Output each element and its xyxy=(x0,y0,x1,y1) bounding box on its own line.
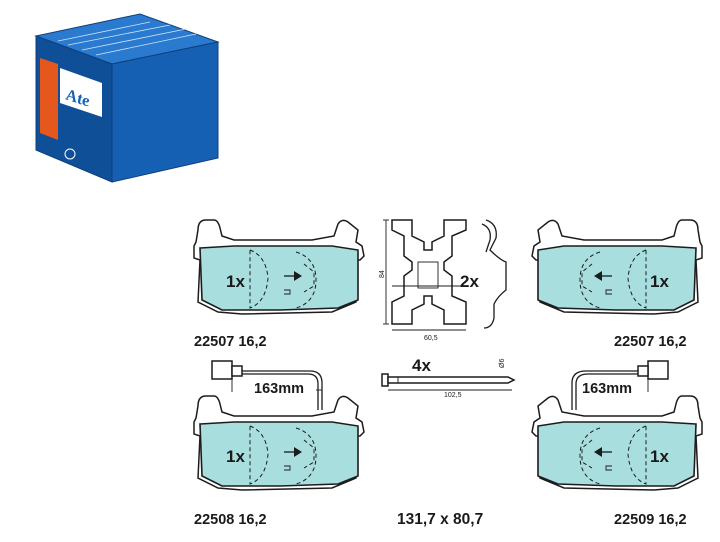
ate-logo-badge xyxy=(60,68,102,117)
brake-pad-top-left: 1x 22507 16,2 xyxy=(193,219,365,350)
anti-rattle-spring: 84 60,5 2x xyxy=(379,219,507,342)
pin-length-dim: 102,5 xyxy=(444,392,462,399)
brake-pad-bottom-right: 1x 22509 16,2 xyxy=(531,395,703,528)
pad-quantity: 1x xyxy=(226,272,245,291)
pad-code: 22509 16,2 xyxy=(614,512,687,528)
box-front-face xyxy=(111,41,219,183)
box-label-strip xyxy=(40,58,58,140)
pad-quantity: 1x xyxy=(650,272,669,291)
spring-width-dim: 60,5 xyxy=(424,335,438,342)
pad-quantity: 1x xyxy=(226,447,245,466)
pad-dimensions: 131,7 x 80,7 xyxy=(397,511,483,528)
quality-seal-icon xyxy=(64,148,76,160)
box-top-print xyxy=(57,21,197,56)
pin-diameter-dim: Ø6 xyxy=(499,359,506,368)
pad-code: 22507 16,2 xyxy=(194,334,267,350)
pad-code: 22508 16,2 xyxy=(194,512,267,528)
guide-pin: 4x 102,5 Ø6 xyxy=(381,356,516,399)
pad-quantity: 1x xyxy=(650,447,669,466)
sensor-length: 163mm xyxy=(582,381,632,397)
spring-height-dim: 84 xyxy=(379,270,386,278)
wear-sensor-left: 163mm xyxy=(211,360,323,410)
spring-quantity: 2x xyxy=(460,272,479,291)
wear-sensor-right: 163mm xyxy=(571,360,669,410)
pad-code: 22507 16,2 xyxy=(614,334,687,350)
brake-pad-bottom-left: 1x 22508 16,2 xyxy=(193,395,365,528)
ate-product-box: Ate xyxy=(34,13,220,183)
sensor-length: 163mm xyxy=(254,381,304,397)
brake-pad-top-right: 1x 22507 16,2 xyxy=(531,219,703,350)
pin-quantity: 4x xyxy=(412,356,431,375)
